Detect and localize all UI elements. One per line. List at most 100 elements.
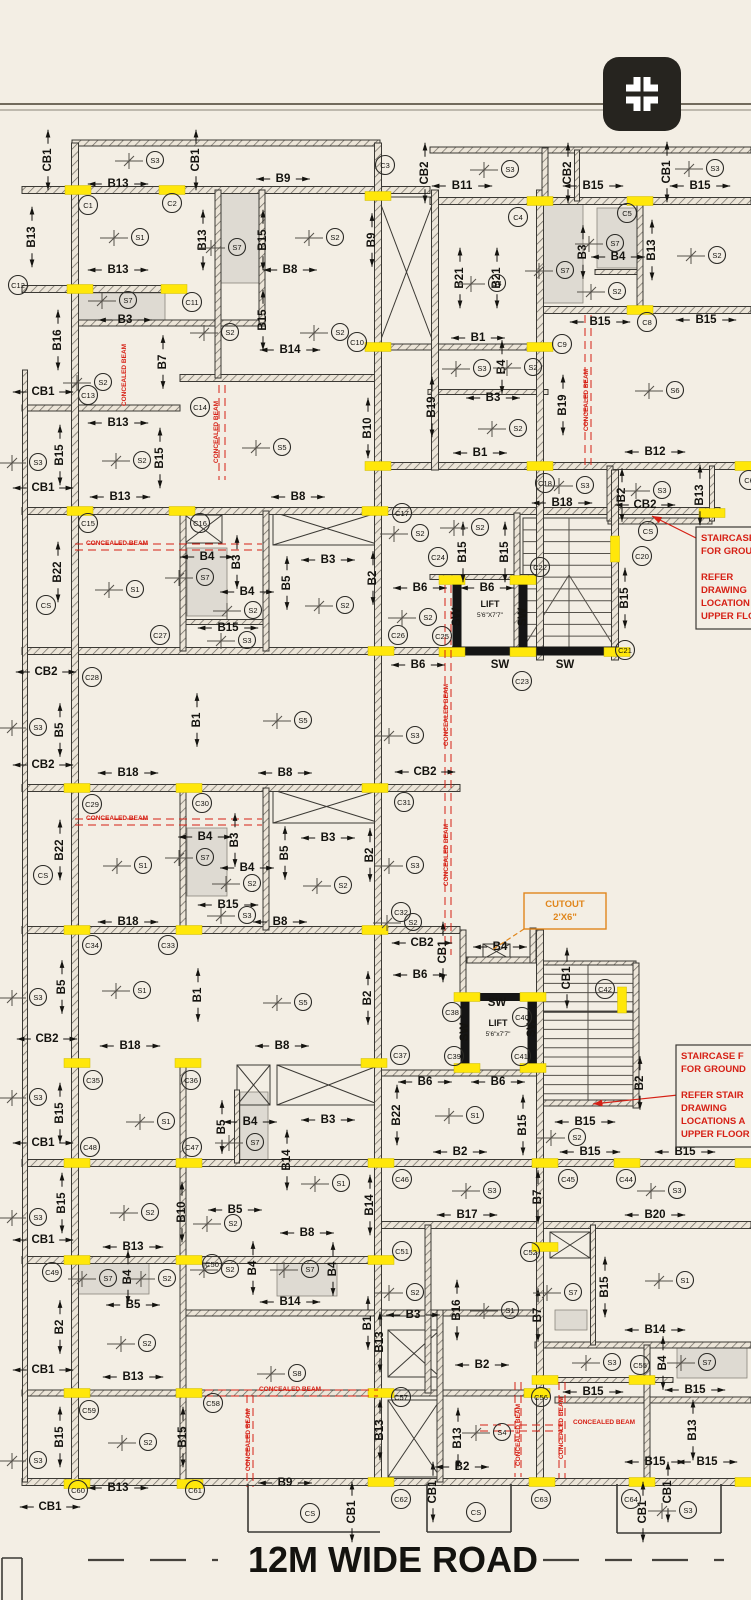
beam-label: CB2 xyxy=(12,759,74,771)
slab-cross-marker xyxy=(115,1338,127,1350)
dim-arrowhead xyxy=(255,1043,263,1049)
dim-arrowhead xyxy=(394,1137,400,1146)
tag-text: S2 xyxy=(137,456,146,465)
tag-circle xyxy=(652,480,672,500)
slab-tag: S1 xyxy=(435,1105,485,1125)
dim-arrowhead xyxy=(326,1230,334,1236)
concealed-beam-label: CONCEALED BEAM xyxy=(121,344,128,406)
beam-label-text: B2 xyxy=(364,848,376,863)
tag-circle xyxy=(28,717,48,737)
beam-label-text: CB2 xyxy=(419,161,431,184)
dim-arrowhead xyxy=(152,1302,160,1308)
beam-label: SW xyxy=(556,659,575,671)
column-marker xyxy=(531,1242,559,1252)
floating-action-button[interactable] xyxy=(603,57,681,131)
tag-text: C22 xyxy=(533,563,547,572)
dim-arrowhead xyxy=(535,1288,541,1296)
dim-arrowhead xyxy=(179,1234,185,1243)
beam-label-text: CB2 xyxy=(633,499,656,511)
beam-label: B19 xyxy=(426,376,438,438)
column-tag: C37 xyxy=(389,1044,411,1066)
note-line: UPPER FLO xyxy=(701,611,751,622)
column-tag: CS xyxy=(465,1501,487,1523)
column-tag: CS xyxy=(637,520,659,542)
beam-label-text: B14 xyxy=(644,1324,666,1336)
dim-arrowhead xyxy=(224,834,232,840)
slab-cross-marker xyxy=(645,1185,657,1197)
slab-cross-marker xyxy=(96,295,108,307)
tag-text: C6 xyxy=(744,476,751,485)
note-box xyxy=(675,1044,751,1148)
column-tag: C29 xyxy=(81,793,103,815)
dim-arrowhead xyxy=(12,1140,21,1146)
tag-circle xyxy=(675,1270,695,1290)
beam-label: B14 xyxy=(624,1324,686,1336)
tag-circle xyxy=(472,358,492,378)
dim-arrowhead xyxy=(466,395,474,401)
dim-arrowhead xyxy=(72,1504,81,1510)
dim-arrowhead xyxy=(98,317,106,323)
slab-tag: S7 xyxy=(533,1282,583,1302)
beam-label-text: B4 xyxy=(327,1261,339,1276)
beam-label: B15 xyxy=(675,314,737,326)
tag-circle xyxy=(93,372,113,392)
beam-label: B10 xyxy=(176,1181,188,1243)
beam-label-text: B15 xyxy=(56,1192,68,1214)
floating-button-bg[interactable] xyxy=(603,57,681,131)
wall-segment xyxy=(427,389,549,395)
tag-circle xyxy=(500,159,520,179)
lift-size: 5'6"x7'7" xyxy=(486,1031,511,1038)
dim-arrowhead xyxy=(197,902,206,908)
beam-label: B1 xyxy=(362,1296,374,1350)
shear-wall xyxy=(458,993,540,1001)
slab-cross-marker xyxy=(383,730,395,742)
beam-label: B8 xyxy=(263,264,317,276)
column-marker xyxy=(509,647,537,657)
tag-text: C27 xyxy=(153,631,167,640)
dim-arrowhead xyxy=(57,1300,63,1308)
slab-cross-marker xyxy=(6,1455,18,1467)
beam-label: B22 xyxy=(52,541,64,603)
dim-arrowhead xyxy=(12,485,21,491)
beam-label-text: CB1 xyxy=(190,148,202,172)
dim-arrowhead xyxy=(369,259,375,267)
tag-circle xyxy=(35,594,57,616)
beam-label-text: B15 xyxy=(599,1276,611,1298)
shear-wall xyxy=(460,995,470,1068)
beam-label: B2 xyxy=(362,971,374,1025)
tag-text: C60 xyxy=(71,1486,85,1495)
beam-label: B13 xyxy=(89,491,151,503)
column-marker xyxy=(519,1063,547,1073)
dim-arrowhead xyxy=(569,319,578,325)
beam-label-text: B3 xyxy=(577,245,589,260)
column-tag: C1 xyxy=(77,194,99,216)
wall-segment xyxy=(632,962,640,1109)
beam-label: B4 xyxy=(122,1250,134,1304)
slab-cross-marker xyxy=(71,377,83,389)
dim-arrowhead xyxy=(615,183,624,189)
tag-circle xyxy=(7,274,29,296)
dim-arrowhead xyxy=(87,1485,96,1491)
dim-arrowhead xyxy=(220,589,228,595)
column-tag: C44 xyxy=(615,1168,637,1190)
column-tag: C28 xyxy=(81,666,103,688)
column-tag: C6 xyxy=(738,469,751,491)
beam-label-text: B11 xyxy=(452,180,473,192)
beam-label-text: B15 xyxy=(257,309,269,331)
tag-text: C30 xyxy=(195,799,209,808)
note-line: REFER STAIR xyxy=(681,1090,744,1101)
beam-label-text: B14 xyxy=(364,1194,376,1216)
beam-label: CB1 xyxy=(12,1234,74,1246)
tag-circle xyxy=(28,987,48,1007)
lift-size: 5'6"X7'7" xyxy=(477,612,504,619)
dim-arrowhead xyxy=(640,1534,646,1543)
tag-circle xyxy=(557,1168,579,1190)
slab-tag: S7 xyxy=(165,847,215,867)
beam-label-text: B16 xyxy=(451,1299,463,1320)
column-marker xyxy=(175,1255,203,1265)
beam-label: B13 xyxy=(102,1241,164,1253)
